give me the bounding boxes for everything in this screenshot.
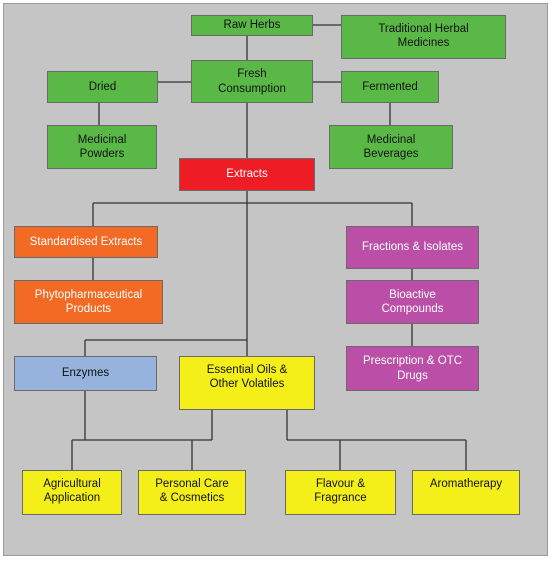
node-fresh-consumption: Fresh Consumption xyxy=(191,60,313,103)
node-agricultural-application: Agricultural Application xyxy=(22,470,122,515)
node-fractions-isolates: Fractions & Isolates xyxy=(346,226,479,269)
node-raw-herbs: Raw Herbs xyxy=(191,15,313,36)
node-prescription-otc-drugs: Prescription & OTC Drugs xyxy=(346,346,479,391)
node-enzymes: Enzymes xyxy=(14,356,157,391)
node-standardised-extracts: Standardised Extracts xyxy=(14,226,158,258)
node-dried: Dried xyxy=(47,71,158,103)
node-fermented: Fermented xyxy=(341,71,439,103)
node-extracts: Extracts xyxy=(179,158,315,191)
node-medicinal-powders: Medicinal Powders xyxy=(47,125,157,169)
node-bioactive-compounds: Bioactive Compounds xyxy=(346,280,479,324)
node-flavour-fragrance: Flavour & Fragrance xyxy=(285,470,396,515)
node-personal-care-cosmetics: Personal Care & Cosmetics xyxy=(138,470,246,515)
node-aromatherapy: Aromatherapy xyxy=(412,470,520,515)
node-essential-oils: Essential Oils & Other Volatiles xyxy=(179,356,315,410)
node-medicinal-beverages: Medicinal Beverages xyxy=(329,125,453,169)
node-traditional-herbal-medicines: Traditional Herbal Medicines xyxy=(341,15,506,59)
node-phytopharmaceutical-products: Phytopharmaceutical Products xyxy=(14,280,163,324)
